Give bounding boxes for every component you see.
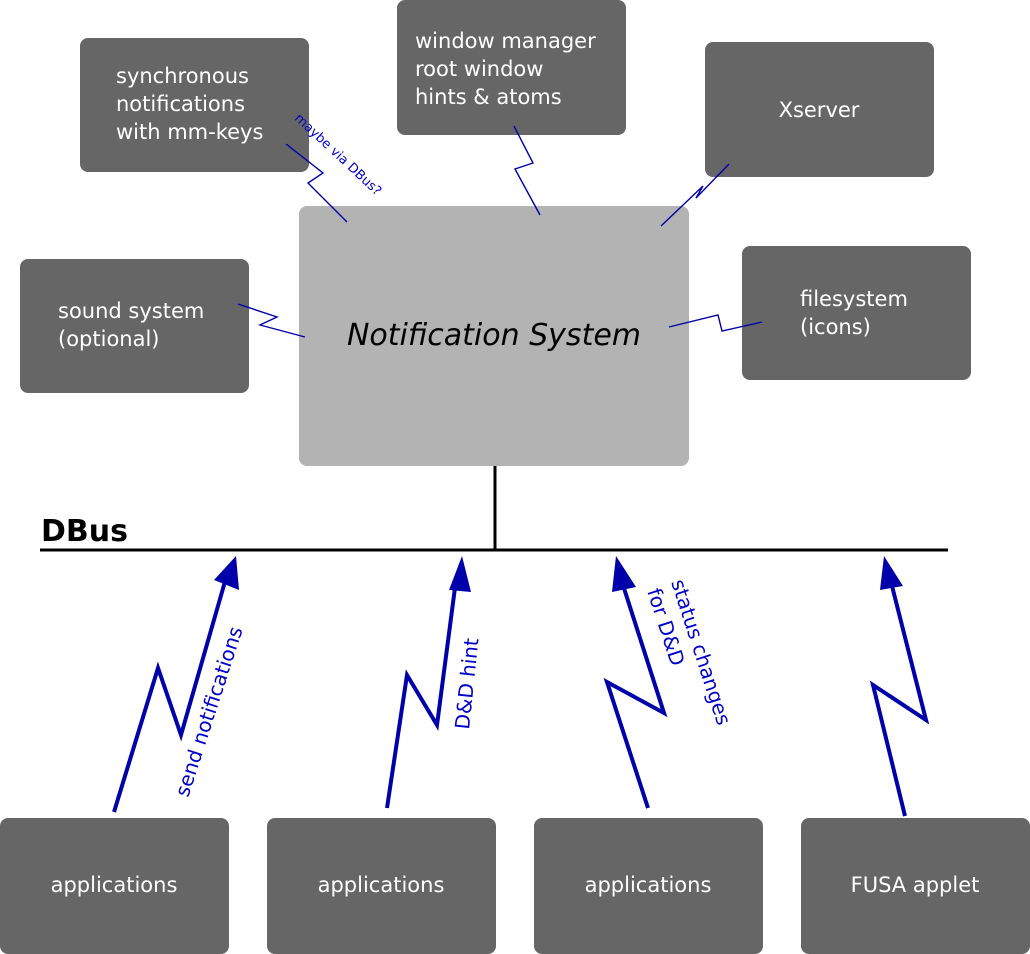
wm-line-3: hints & atoms (415, 85, 562, 109)
notification-system-label: Notification System (347, 318, 641, 353)
service-links (237, 125, 763, 338)
label-dnd-hint: D&D hint (450, 637, 483, 731)
arrowhead-3 (612, 556, 636, 592)
xserver-box: Xserver (705, 42, 934, 177)
link-xserver (660, 163, 730, 227)
arrowhead-1 (214, 556, 239, 590)
fusa-applet-label: FUSA applet (851, 873, 980, 897)
filesystem-line-2: (icons) (800, 315, 871, 339)
client-1-label: applications (51, 873, 178, 897)
client-3-label: applications (585, 873, 712, 897)
sync-line-2: notifications (116, 92, 245, 116)
sound-line-1: sound system (58, 299, 204, 323)
xserver-label: Xserver (779, 98, 860, 122)
client-2-label: applications (318, 873, 445, 897)
arrowhead-4 (880, 556, 903, 590)
link-sync (285, 143, 348, 223)
sound-line-2: (optional) (58, 327, 160, 351)
dbus-bus: DBus (40, 466, 948, 552)
label-send-notifications: send notifications (170, 623, 248, 799)
arrow-send-notifications (112, 577, 228, 813)
filesystem-box: filesystem (icons) (742, 246, 971, 380)
client-box-1: applications (0, 818, 229, 954)
arrow-dnd-hint (385, 579, 458, 809)
sync-line-1: synchronous (116, 64, 249, 88)
link-wm (513, 125, 541, 216)
arrow-fusa (869, 581, 930, 817)
arrowhead-2 (449, 556, 471, 592)
window-manager-box: window manager root window hints & atoms (397, 0, 626, 135)
client-box-2: applications (267, 818, 496, 954)
wm-line-2: root window (415, 57, 543, 81)
link-filesystem (668, 314, 763, 332)
link-sound (237, 303, 306, 338)
arrow-status-changes (603, 581, 668, 809)
wm-line-1: window manager (415, 29, 596, 53)
sync-line-3: with mm-keys (116, 120, 263, 144)
filesystem-line-1: filesystem (800, 287, 908, 311)
sync-notifications-box: synchronous notifications with mm-keys (80, 38, 309, 172)
client-box-3: applications (534, 818, 763, 954)
client-arrows (112, 577, 930, 817)
fusa-applet-box: FUSA applet (801, 818, 1030, 954)
notification-system-box: Notification System (299, 206, 689, 466)
arrow-heads (214, 556, 903, 592)
dbus-label: DBus (41, 514, 128, 549)
sound-system-box: sound system (optional) (20, 259, 249, 393)
